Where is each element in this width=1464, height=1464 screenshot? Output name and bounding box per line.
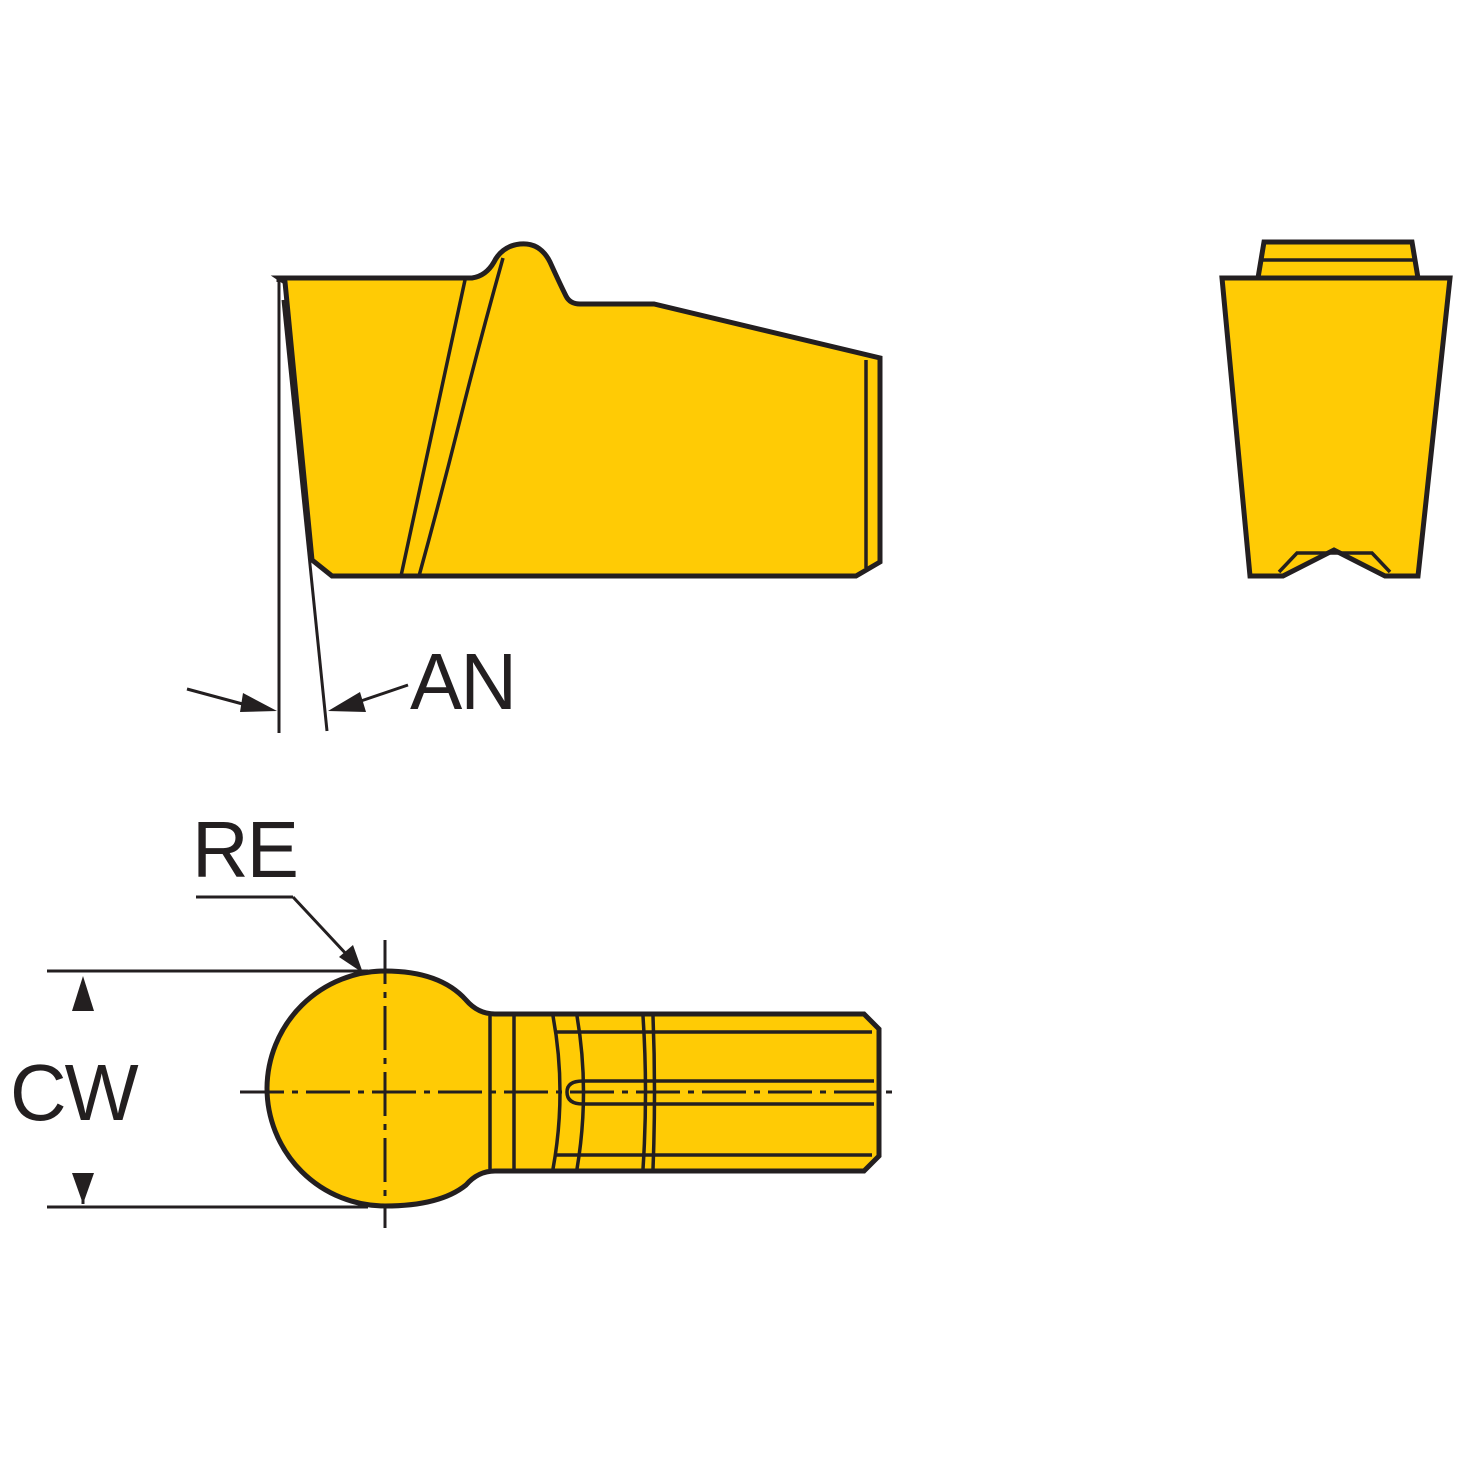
front-view-notch-detail — [1277, 551, 1392, 574]
top-view-body — [264, 968, 882, 1209]
side-view-chipbreaker-line-1 — [399, 279, 467, 577]
re-leader-diagonal — [291, 895, 350, 958]
front-view — [1219, 239, 1453, 579]
an-left-arrow-shaft — [186, 687, 251, 708]
re-label: RE — [192, 805, 299, 894]
re-leader-arrowhead — [339, 945, 363, 973]
re-dimension — [196, 895, 363, 973]
an-right-arrowhead — [328, 692, 366, 712]
cw-bottom-arrowhead — [72, 1173, 94, 1204]
top-view — [240, 940, 898, 1228]
top-view-center-groove — [565, 1079, 874, 1106]
cw-dimension — [47, 969, 368, 1209]
an-left-arrowhead — [240, 693, 277, 712]
an-angled-reference — [281, 299, 329, 732]
an-right-arrow-shaft — [354, 683, 409, 705]
an-dimension — [186, 278, 409, 733]
cw-top-arrowhead — [72, 976, 94, 1011]
side-view-body — [270, 241, 883, 579]
side-view-chipbreaker-line-2 — [417, 257, 505, 577]
side-view — [270, 241, 883, 579]
cw-label: CW — [10, 1048, 139, 1137]
an-label: AN — [410, 637, 517, 726]
front-view-body — [1219, 275, 1453, 579]
